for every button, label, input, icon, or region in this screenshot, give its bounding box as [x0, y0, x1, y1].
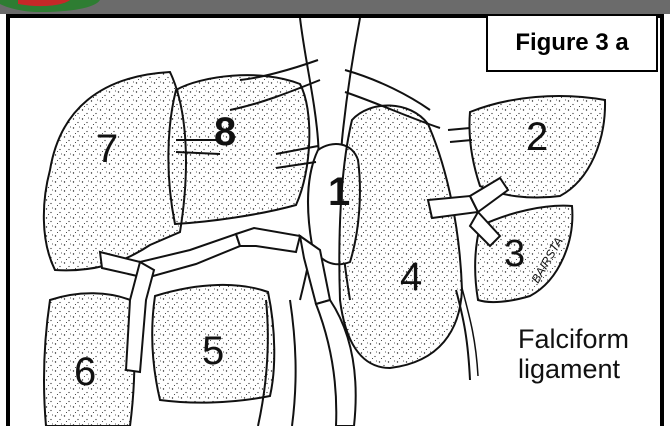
figure-caption: Figure 3 a [486, 14, 658, 72]
segment-label-7: 7 [96, 127, 118, 171]
segment-label-2: 2 [526, 115, 548, 159]
falciform-label-line2: ligament [518, 354, 658, 384]
segment-label-6: 6 [74, 350, 96, 394]
segment-label-8: 8 [214, 110, 236, 154]
falciform-ligament-label: Falciform ligament [518, 324, 658, 384]
segment-label-4: 4 [400, 255, 422, 299]
segment-label-1: 1 [328, 170, 350, 214]
segment-label-5: 5 [202, 329, 224, 373]
frame-left-border [6, 14, 10, 426]
segment-label-3: 3 [504, 233, 525, 275]
figure-caption-text: Figure 3 a [515, 29, 628, 57]
segment-8 [168, 75, 309, 224]
frame-right-border [660, 14, 664, 426]
falciform-label-line1: Falciform [518, 324, 658, 354]
